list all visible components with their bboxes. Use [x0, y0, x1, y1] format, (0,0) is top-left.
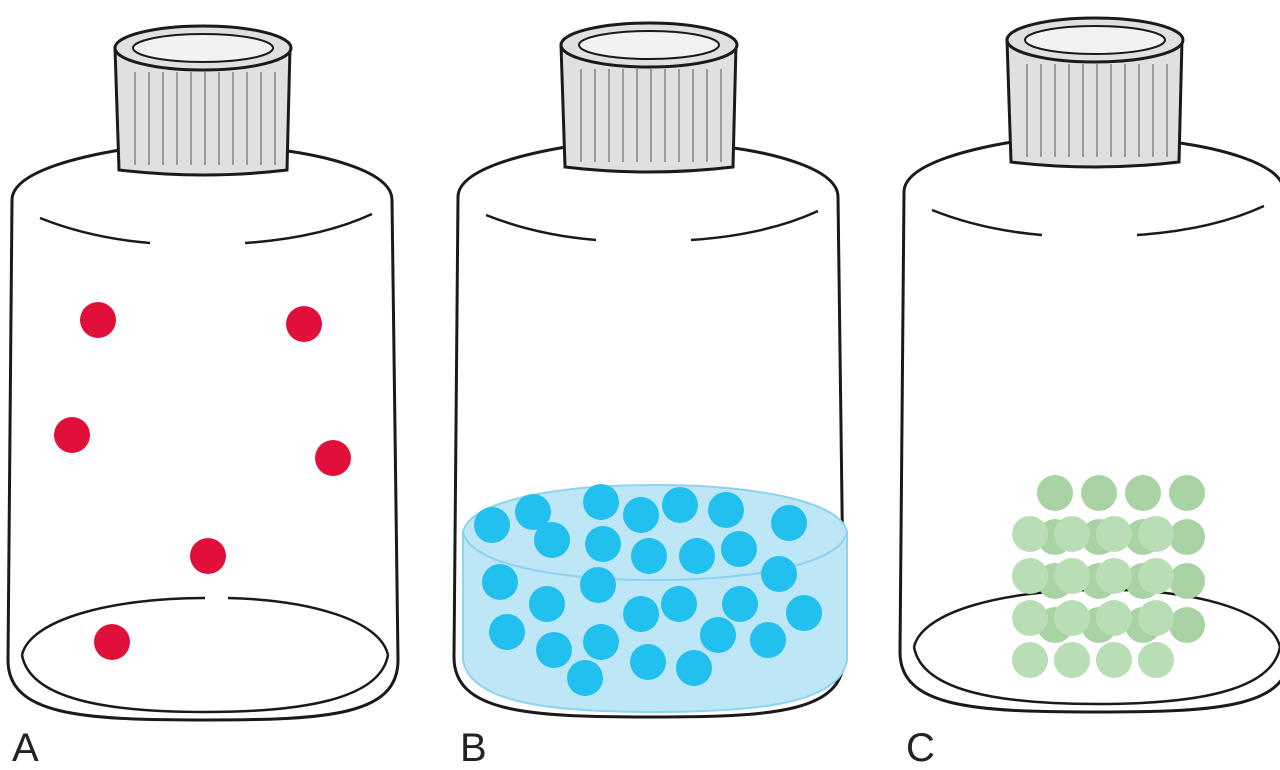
panel-label-b: B: [460, 728, 487, 768]
solid-particle: [1012, 516, 1048, 552]
solid-particle: [1138, 516, 1174, 552]
liquid-particle: [623, 497, 659, 533]
solid-particle-back: [1169, 607, 1205, 643]
solid-particle: [1054, 600, 1090, 636]
gas-particle: [315, 440, 351, 476]
bottle-b: [454, 23, 847, 717]
solid-particle: [1138, 558, 1174, 594]
liquid-particle: [585, 526, 621, 562]
liquid-particle: [580, 567, 616, 603]
gas-particle: [54, 417, 90, 453]
liquid-particle: [630, 644, 666, 680]
solid-particle-back: [1169, 475, 1205, 511]
liquid-particle: [583, 484, 619, 520]
solid-particle-back: [1081, 475, 1117, 511]
solid-particle: [1012, 558, 1048, 594]
liquid-particle: [623, 596, 659, 632]
solid-particle-back: [1125, 475, 1161, 511]
bottle-cap-top-inner: [579, 31, 719, 59]
liquid-particle: [536, 632, 572, 668]
bottle-c: [900, 18, 1280, 712]
liquid-particle: [583, 624, 619, 660]
liquid-particle: [761, 556, 797, 592]
bottle-cap-top-inner: [133, 34, 273, 62]
solid-particle-back: [1037, 475, 1073, 511]
bottle-cap-top-inner: [1025, 26, 1165, 54]
liquid-particle: [700, 617, 736, 653]
solid-particle: [1138, 642, 1174, 678]
liquid-particle: [786, 595, 822, 631]
liquid-particle: [489, 614, 525, 650]
liquid-particle: [722, 586, 758, 622]
liquid-particle: [631, 538, 667, 574]
gas-particle: [94, 624, 130, 660]
liquid-particle: [534, 522, 570, 558]
solid-particle: [1096, 516, 1132, 552]
liquid-particle: [708, 492, 744, 528]
solid-particle: [1096, 642, 1132, 678]
liquid-particle: [661, 586, 697, 622]
liquid-particle: [529, 586, 565, 622]
gas-particle: [80, 302, 116, 338]
solid-particle: [1054, 642, 1090, 678]
solid-particle: [1012, 642, 1048, 678]
liquid-particle: [721, 531, 757, 567]
gas-particle: [190, 538, 226, 574]
panel-label-c: C: [906, 728, 935, 768]
gas-particle: [286, 306, 322, 342]
liquid-particle: [474, 507, 510, 543]
solid-particle: [1138, 600, 1174, 636]
liquid-particle: [679, 538, 715, 574]
liquid-particle: [662, 487, 698, 523]
solid-particle: [1054, 558, 1090, 594]
solid-particle: [1054, 516, 1090, 552]
solid-particle: [1096, 600, 1132, 636]
liquid-particle: [676, 650, 712, 686]
liquid-particle: [567, 660, 603, 696]
liquid-particle: [771, 505, 807, 541]
solid-particle: [1096, 558, 1132, 594]
solid-particle-back: [1169, 519, 1205, 555]
liquid-particle: [482, 564, 518, 600]
solid-particle-back: [1169, 563, 1205, 599]
panel-label-a: A: [12, 728, 39, 768]
solid-particle: [1012, 600, 1048, 636]
bottle-a: [8, 26, 398, 720]
liquid-particle: [750, 622, 786, 658]
